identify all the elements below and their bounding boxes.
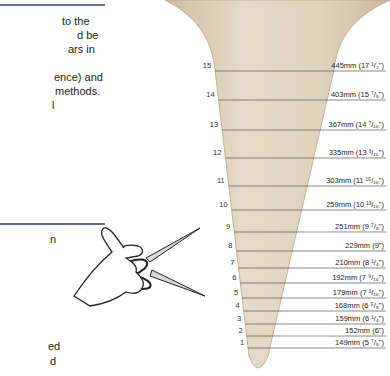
band-number: 4 xyxy=(226,302,240,310)
band-number: 12 xyxy=(207,149,221,157)
size-label: 159mm (6 ¹/₄") xyxy=(335,315,384,323)
size-label: 259mm (10 ¹³/₁₆") xyxy=(326,201,384,209)
size-label: 403mm (15 ⁷/₈") xyxy=(331,91,384,99)
band-line xyxy=(247,336,386,337)
band-number: 9 xyxy=(216,223,230,231)
size-label: 168mm (6 ⁵/₈") xyxy=(335,302,384,310)
band-lines xyxy=(215,71,386,348)
body-text-fragment: d be xyxy=(77,30,98,41)
body-text-fragment: ars in xyxy=(68,44,95,55)
size-label: 367mm (14 ⁷/₁₆") xyxy=(328,121,384,129)
scissor-blade xyxy=(150,270,205,296)
body-text-fragment: to the xyxy=(62,16,90,27)
size-label: 210mm (8 ¹/₄") xyxy=(335,259,384,267)
band-line xyxy=(226,158,387,159)
body-text-fragment: ence) and xyxy=(54,72,103,83)
size-label: 251mm (9 ⁷/₈") xyxy=(335,223,384,231)
band-line xyxy=(248,348,386,349)
size-label: 152mm (6") xyxy=(345,327,384,335)
band-number: 15 xyxy=(197,62,211,70)
band-line xyxy=(234,232,386,233)
band-line xyxy=(219,100,386,101)
band-line xyxy=(242,298,386,299)
band-number: 3 xyxy=(227,315,241,323)
band-number: 11 xyxy=(211,177,225,185)
rule-line xyxy=(0,223,105,225)
sizer-cone xyxy=(165,0,390,368)
band-number: 10 xyxy=(214,201,228,209)
rule-line xyxy=(0,4,105,6)
band-line xyxy=(244,311,386,312)
band-line xyxy=(215,71,386,72)
band-line xyxy=(229,186,386,187)
band-line xyxy=(240,283,386,284)
body-text-fragment: l xyxy=(52,100,54,111)
band-number: 14 xyxy=(201,91,215,99)
band-number: 13 xyxy=(204,121,218,129)
size-label: 303mm (11 ¹⁵/₁₆") xyxy=(326,177,384,185)
body-text-fragment: n xyxy=(50,234,56,245)
band-number: 6 xyxy=(222,274,236,282)
body-text-fragment: ed xyxy=(48,341,60,352)
size-label: 229mm (9") xyxy=(345,242,384,250)
band-number: 8 xyxy=(219,242,233,250)
band-line xyxy=(239,268,387,269)
thumb xyxy=(102,228,124,252)
hand xyxy=(74,245,143,306)
band-line xyxy=(245,324,386,325)
body-text-fragment: d xyxy=(50,356,56,367)
hand-with-scissors xyxy=(74,228,205,306)
size-label: 192mm (7 ⁹/₁₆") xyxy=(332,274,384,282)
body-text-fragment: methods. xyxy=(55,86,100,97)
band-number: 7 xyxy=(221,259,235,267)
band-number: 1 xyxy=(230,339,244,347)
scissor-blade xyxy=(146,228,200,262)
size-label: 335mm (13 ³/₁₆") xyxy=(329,149,384,157)
band-number: 5 xyxy=(224,289,238,297)
band-line xyxy=(222,130,386,131)
size-label: 149mm (5 ⁷/₈") xyxy=(335,339,384,347)
band-number: 2 xyxy=(229,327,243,335)
band-line xyxy=(237,251,387,252)
band-line xyxy=(232,210,386,211)
size-label: 179mm (7 ¹/₁₆") xyxy=(333,289,384,297)
size-label: 445mm (17 ¹/₂") xyxy=(331,62,384,70)
